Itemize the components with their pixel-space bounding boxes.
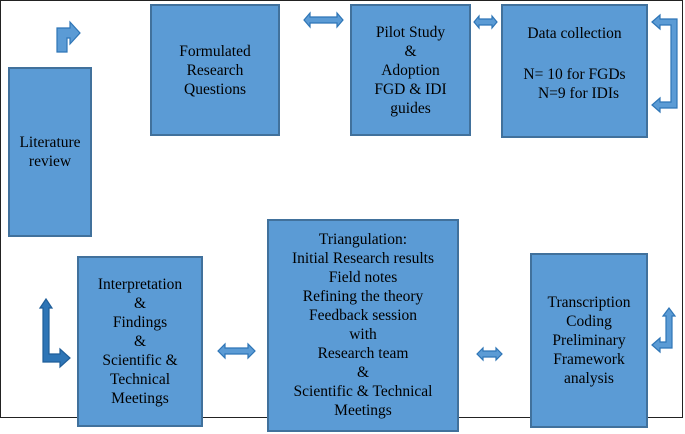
transcription-line-4: Framework — [553, 351, 625, 368]
formulated-questions-box: Formulated Research Questions — [150, 4, 280, 136]
literature-review-line-2: review — [28, 153, 72, 170]
pilot-study-line-2: & — [404, 42, 417, 60]
triangulation-line-9: Scientific & Technical — [293, 383, 433, 400]
data-collection-line-1: N= 10 for FGDs — [523, 66, 626, 83]
triangulation-line-1: Triangulation: — [318, 231, 408, 248]
formulated-questions-line-1: Formulated — [179, 42, 251, 60]
data-collection-box: Data collection N= 10 for FGDs N=9 for I… — [501, 4, 648, 138]
formulated-questions-line-2: Research — [186, 61, 244, 79]
triangulation-line-7: Research team — [317, 345, 409, 362]
pilot-study-line-4: FGD & IDI — [374, 80, 447, 98]
interpretation-line-6: Technical — [109, 371, 171, 388]
triangulation-line-5: Feedback session — [308, 307, 418, 324]
interpretation-box: Interpretation & Findings & Scientific &… — [77, 256, 203, 427]
interpretation-line-2: & — [133, 295, 147, 312]
interpretation-line-3: Findings — [112, 314, 168, 331]
transcription-line-1: Transcription — [547, 294, 631, 311]
literature-review-line-1: Literature — [19, 134, 81, 151]
data-collection-line-2: N=9 for IDIs — [537, 85, 620, 102]
pilot-study-line-5: guides — [390, 99, 431, 117]
literature-review-box: Literature review — [8, 67, 92, 237]
triangulation-line-6: with — [349, 326, 377, 343]
interpretation-line-1: Interpretation — [97, 276, 183, 293]
transcription-line-3: Preliminary — [552, 332, 626, 349]
triangulation-box: Triangulation: Initial Research results … — [267, 219, 459, 432]
transcription-box: Transcription Coding Preliminary Framewo… — [530, 253, 648, 428]
formulated-questions-line-3: Questions — [184, 80, 246, 98]
pilot-study-box: Pilot Study & Adoption FGD & IDI guides — [350, 4, 471, 136]
interpretation-line-7: Meetings — [111, 390, 169, 407]
transcription-line-2: Coding — [566, 313, 612, 330]
pilot-study-line-3: Adoption — [381, 61, 440, 79]
interpretation-line-4: & — [133, 333, 147, 350]
data-collection-title: Data collection — [527, 25, 622, 42]
pilot-study-line-1: Pilot Study — [375, 23, 446, 41]
triangulation-line-2: Initial Research results — [291, 250, 435, 267]
triangulation-line-8: & — [356, 364, 370, 381]
triangulation-line-4: Refining the theory — [302, 288, 424, 305]
interpretation-line-5: Scientific & — [102, 352, 178, 369]
triangulation-line-3: Field notes — [328, 269, 398, 286]
triangulation-line-10: Meetings — [334, 402, 392, 419]
transcription-line-5: analysis — [564, 370, 614, 387]
